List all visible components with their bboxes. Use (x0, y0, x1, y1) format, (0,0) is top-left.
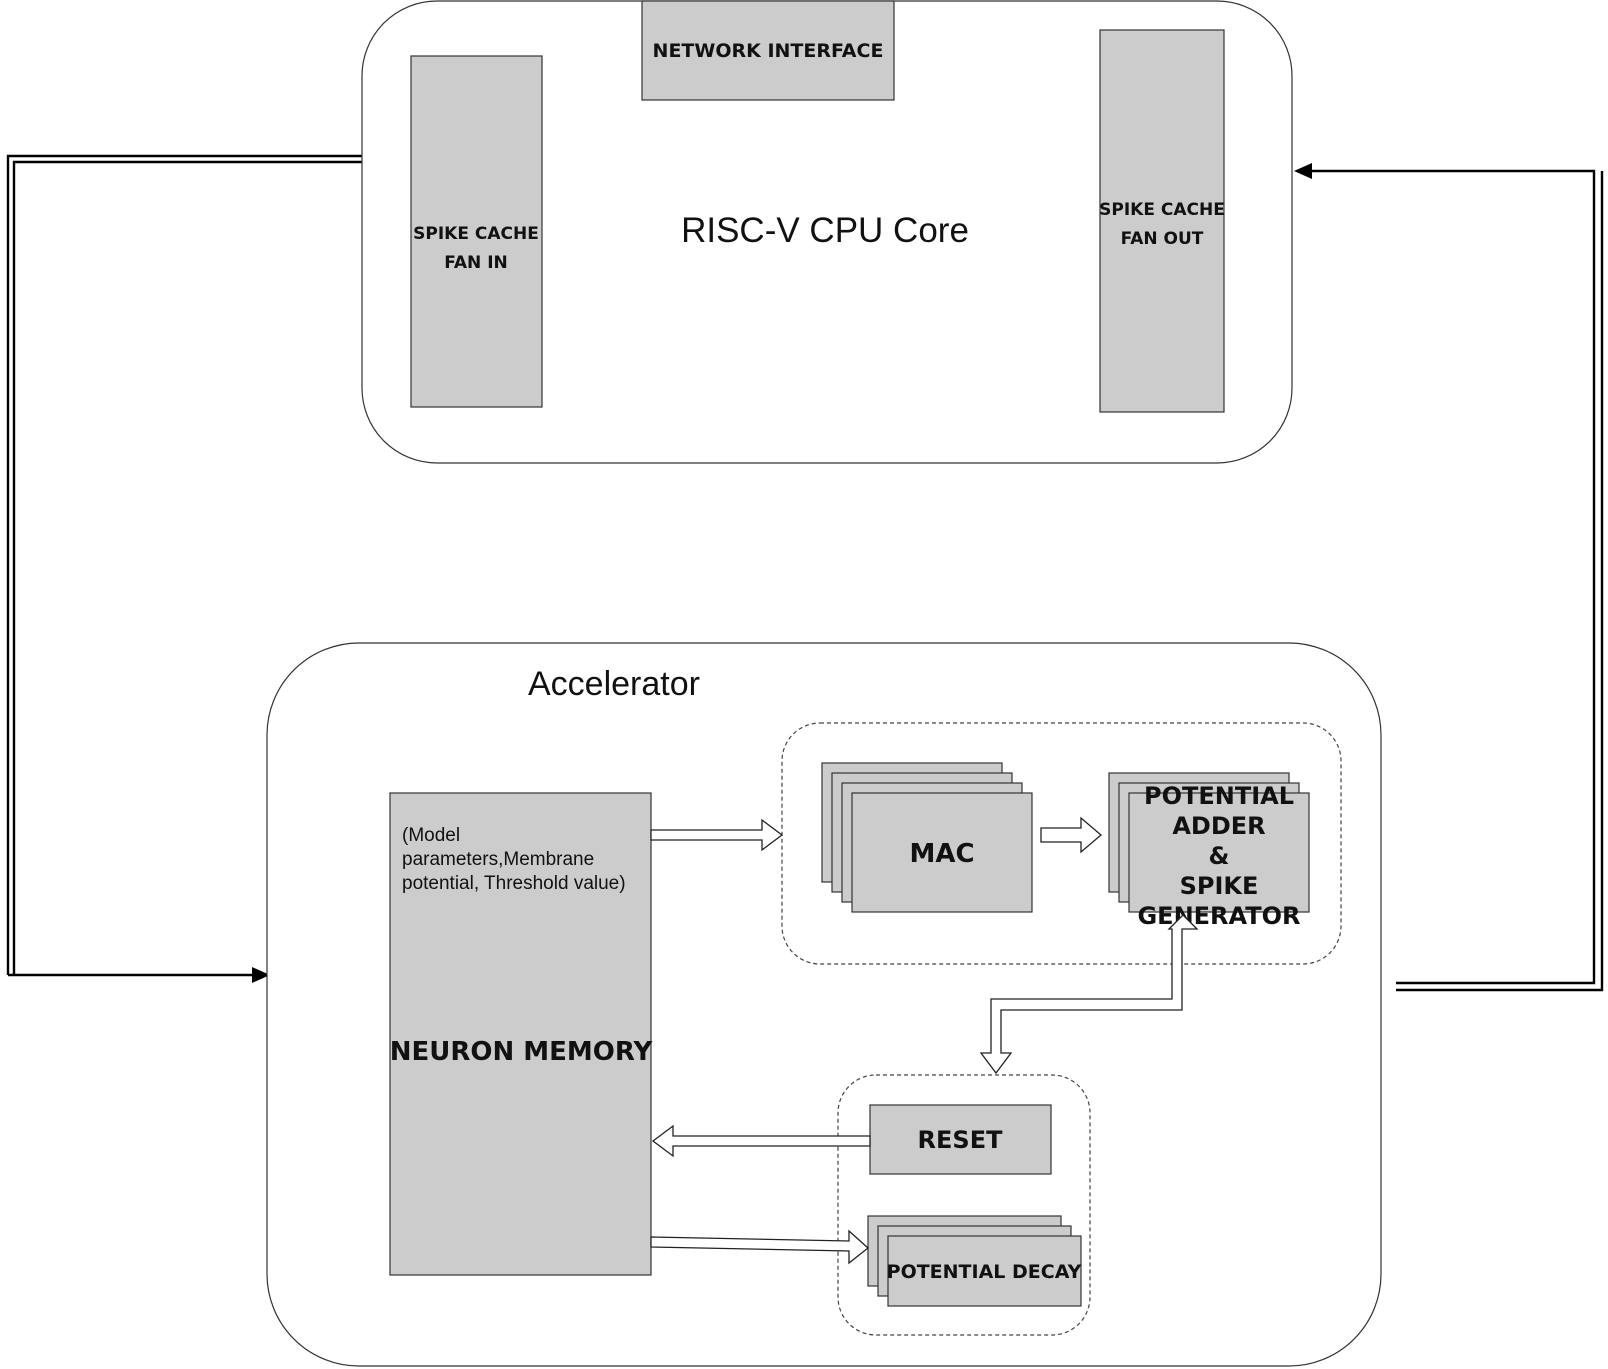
neuron-memory-note-line3: potential, Threshold value) (402, 873, 626, 894)
potential-adder-label-line5: GENERATOR (1137, 902, 1300, 930)
right-wire-arrowhead (1294, 163, 1312, 179)
right-feedback-wire (1294, 163, 1604, 992)
neuron-memory-note-line2: parameters,Membrane (402, 849, 594, 870)
compute-group-outline (781, 722, 1342, 965)
spike-cache-fan-out-label-line1: SPIKE CACHE (1099, 200, 1225, 220)
potential-decay-stack (867, 1215, 1082, 1307)
accelerator-title: Accelerator (528, 665, 700, 703)
neuron-memory-label: NEURON MEMORY (390, 1037, 654, 1067)
neuron-memory-note-line1: (Model (402, 825, 460, 846)
mac-label: MAC (909, 839, 974, 869)
reset-to-memory-arrow (651, 1124, 871, 1158)
potential-adder-stack (1108, 772, 1310, 913)
potential-adder-block (1128, 792, 1310, 913)
memory-to-decay-arrow (650, 1229, 870, 1265)
reset-label: RESET (918, 1126, 1004, 1154)
potential-adder-label-line3: & (1209, 842, 1230, 870)
neuron-memory-block (389, 792, 652, 1276)
potential-decay-block (887, 1235, 1082, 1307)
cpu-core-title: RISC-V CPU Core (681, 211, 969, 250)
left-feedback-wire (6, 154, 362, 983)
spike-cache-fan-out-label-line2: FAN OUT (1121, 229, 1204, 249)
memory-to-mac-arrow (650, 818, 784, 852)
spike-cache-fan-in-label-line1: SPIKE CACHE (413, 224, 539, 244)
adder-to-reset-bidirectional-arrow (979, 914, 1199, 1075)
network-interface-label: NETWORK INTERFACE (653, 40, 884, 62)
mac-stack (821, 762, 1033, 913)
potential-adder-label-line1: POTENTIAL (1144, 782, 1294, 810)
spike-cache-fan-out-block (1099, 29, 1225, 413)
potential-decay-label: POTENTIAL DECAY (887, 1261, 1082, 1283)
reset-block (869, 1104, 1052, 1175)
network-interface-block (641, 0, 895, 101)
left-wire-arrowhead (252, 967, 270, 983)
potential-adder-label-line2: ADDER (1172, 812, 1265, 840)
spike-cache-fan-in-label-line2: FAN IN (444, 253, 508, 273)
spike-cache-fan-in-block (410, 55, 543, 408)
mac-to-adder-arrow (1040, 816, 1103, 854)
potential-adder-label-line4: SPIKE (1180, 872, 1259, 900)
reset-decay-group-outline (837, 1074, 1091, 1336)
mac-block (851, 792, 1033, 913)
